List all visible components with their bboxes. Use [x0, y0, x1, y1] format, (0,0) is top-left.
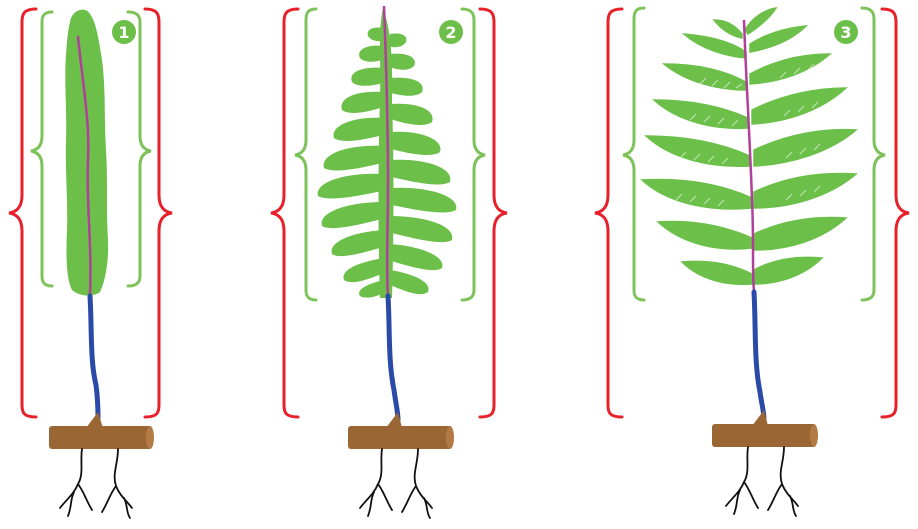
stipe: [388, 296, 398, 420]
green-bracket-left: [31, 12, 52, 286]
number-badge-icon: 3: [834, 20, 858, 44]
root-icon: [726, 447, 798, 516]
red-bracket-left: [9, 9, 36, 417]
red-bracket-right: [480, 9, 507, 417]
green-bracket-right: [462, 9, 485, 300]
rhizome-icon: [49, 412, 154, 449]
red-bracket-right: [145, 9, 172, 417]
green-bracket-right: [862, 8, 885, 300]
green-bracket-right: [128, 12, 151, 286]
stipe: [90, 296, 98, 418]
figure-number: 1: [118, 23, 129, 42]
figure-number: 2: [445, 23, 456, 42]
red-bracket-left: [595, 9, 622, 417]
number-badge-icon: 1: [112, 20, 136, 44]
simple-blade: [65, 10, 108, 296]
figure-3: 3: [595, 8, 909, 516]
red-bracket-left: [271, 9, 298, 417]
rhizome-icon: [348, 412, 454, 449]
number-badge-icon: 2: [439, 20, 463, 44]
figure-1: 1: [9, 9, 172, 518]
green-bracket-left: [623, 8, 644, 300]
rhizome-icon: [712, 410, 818, 447]
red-bracket-right: [882, 9, 909, 417]
root-icon: [60, 449, 132, 518]
root-icon: [360, 449, 432, 518]
green-bracket-left: [295, 9, 316, 300]
stipe: [754, 292, 764, 420]
figure-number: 3: [840, 23, 851, 42]
figure-2: 2: [271, 6, 507, 518]
